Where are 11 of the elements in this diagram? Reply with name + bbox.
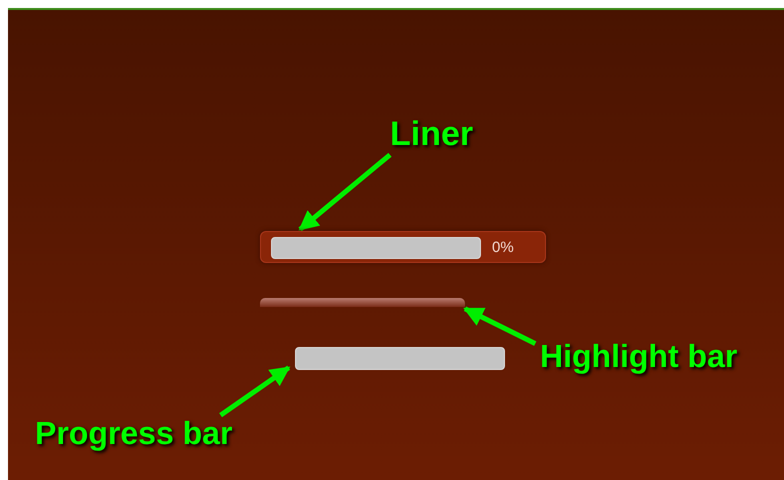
highlight-bar [260, 298, 465, 307]
callout-label: Liner [390, 117, 486, 153]
percent-label: 0% [492, 239, 514, 256]
callout-label: Progress bar [35, 417, 267, 453]
arrow [463, 306, 536, 346]
liner-bar [260, 231, 546, 263]
arrow [219, 366, 290, 418]
progress-bar [295, 347, 505, 370]
arrow [298, 152, 392, 232]
callout-label: Highlight bar [540, 340, 776, 376]
progress-track [271, 237, 481, 259]
